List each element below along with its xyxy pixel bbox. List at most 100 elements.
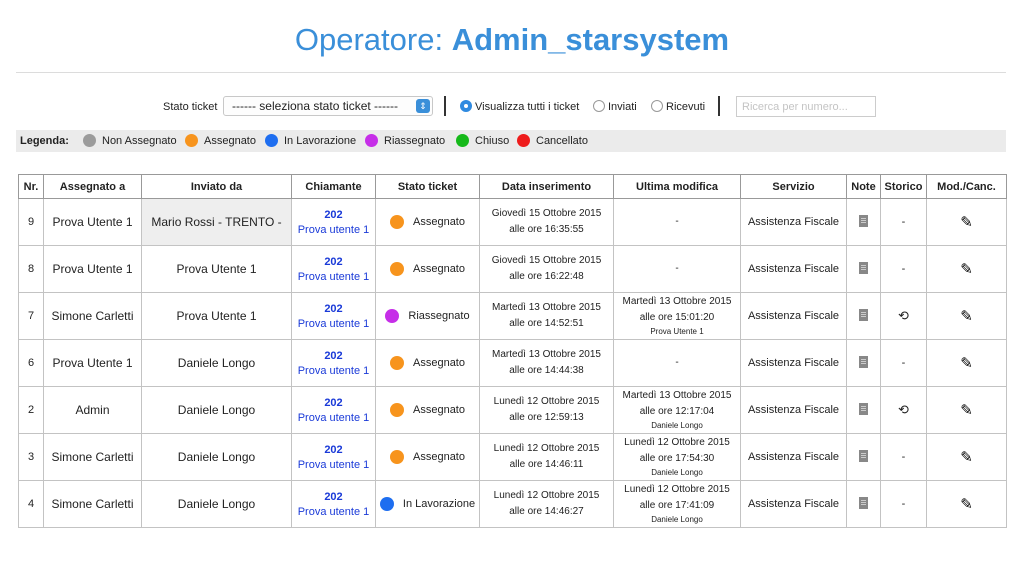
chiamante-name-link[interactable]: Prova utente 1 — [297, 505, 370, 518]
cell-mod-canc[interactable]: ✎ — [926, 480, 1007, 528]
radio-ricevuti-label[interactable]: Ricevuti — [666, 101, 706, 113]
cell-mod-canc[interactable]: ✎ — [926, 198, 1007, 246]
chiamante-number-link[interactable]: 202 — [324, 302, 343, 315]
chiamante-name-link[interactable]: Prova utente 1 — [297, 364, 370, 377]
table-header-row: Nr. Assegnato a Inviato da Chiamante Sta… — [18, 174, 1007, 199]
filter-bar: Stato ticket ------ seleziona stato tick… — [0, 96, 1024, 118]
ultima-modifica-date: Lunedì 12 Ottobre 2015 — [624, 484, 730, 495]
ultima-modifica-date: Martedì 13 Ottobre 2015 — [622, 296, 732, 307]
cell-note[interactable] — [846, 292, 881, 340]
radio-ricevuti[interactable] — [651, 100, 663, 112]
chiamante-number-link[interactable]: 202 — [324, 490, 343, 503]
inserimento-time: alle ore 14:46:27 — [509, 506, 584, 517]
inserimento-time: alle ore 16:22:48 — [509, 271, 584, 282]
note-icon[interactable] — [859, 308, 868, 321]
pencil-icon[interactable]: ✎ — [960, 449, 973, 466]
cell-note[interactable] — [846, 339, 881, 387]
cell-storico: - — [880, 433, 927, 481]
cell-note[interactable] — [846, 480, 881, 528]
tickets-table: Nr. Assegnato a Inviato da Chiamante Sta… — [18, 174, 1007, 528]
chiamante-number-link[interactable]: 202 — [324, 208, 343, 221]
cell-assegnato: Simone Carletti — [43, 433, 142, 481]
legend-title: Legenda: — [20, 135, 69, 147]
pencil-icon[interactable]: ✎ — [960, 355, 973, 372]
history-icon[interactable]: ⟲ — [898, 402, 909, 417]
note-icon[interactable] — [859, 402, 868, 415]
legend-dot-assegnato — [185, 134, 198, 147]
pencil-icon[interactable]: ✎ — [960, 261, 973, 278]
chiamante-number-link[interactable]: 202 — [324, 349, 343, 362]
chiamante-name-link[interactable]: Prova utente 1 — [297, 411, 370, 424]
chiamante-number-link[interactable]: 202 — [324, 396, 343, 409]
col-header-servizio: Servizio — [740, 174, 847, 199]
radio-inviati-label[interactable]: Inviati — [608, 101, 637, 113]
legend-dot-cancellato — [517, 134, 530, 147]
operator-name: Admin_starsystem — [451, 22, 730, 57]
cell-mod-canc[interactable]: ✎ — [926, 386, 1007, 434]
cell-assegnato: Admin — [43, 386, 142, 434]
inserimento-time: alle ore 12:59:13 — [509, 412, 584, 423]
chiamante-name-link[interactable]: Prova utente 1 — [297, 223, 370, 236]
legend-dot-in-lavorazione — [265, 134, 278, 147]
pencil-icon[interactable]: ✎ — [960, 308, 973, 325]
col-header-inviato: Inviato da — [141, 174, 292, 199]
cell-note[interactable] — [846, 245, 881, 293]
cell-inviato: Daniele Longo — [141, 386, 292, 434]
note-icon[interactable] — [859, 496, 868, 509]
col-header-note: Note — [846, 174, 881, 199]
cell-note[interactable] — [846, 386, 881, 434]
cell-mod-canc[interactable]: ✎ — [926, 433, 1007, 481]
cell-assegnato: Prova Utente 1 — [43, 245, 142, 293]
ultima-modifica-empty: - — [675, 357, 679, 368]
note-icon[interactable] — [859, 355, 868, 368]
inserimento-time: alle ore 14:52:51 — [509, 318, 584, 329]
pencil-icon[interactable]: ✎ — [960, 402, 973, 419]
inserimento-date: Lunedì 12 Ottobre 2015 — [493, 490, 600, 501]
radio-inviati[interactable] — [593, 100, 605, 112]
cell-stato: Assegnato — [375, 386, 480, 434]
select-arrows-icon: ⇕ — [416, 99, 430, 113]
chiamante-number-link[interactable]: 202 — [324, 255, 343, 268]
cell-mod-canc[interactable]: ✎ — [926, 339, 1007, 387]
cell-nr: 2 — [18, 386, 44, 434]
cell-nr: 7 — [18, 292, 44, 340]
search-input[interactable] — [736, 96, 876, 117]
chiamante-name-link[interactable]: Prova utente 1 — [297, 317, 370, 330]
ultima-modifica-user: Daniele Longo — [651, 515, 703, 524]
cell-stato: Assegnato — [375, 245, 480, 293]
chiamante-name-link[interactable]: Prova utente 1 — [297, 270, 370, 283]
radio-tutti-label[interactable]: Visualizza tutti i ticket — [475, 101, 580, 113]
cell-note[interactable] — [846, 198, 881, 246]
chiamante-name-link[interactable]: Prova utente 1 — [297, 458, 370, 471]
cell-storico: - — [880, 198, 927, 246]
radio-tutti[interactable] — [460, 100, 472, 112]
pencil-icon[interactable]: ✎ — [960, 496, 973, 513]
stato-ticket-select[interactable]: ------ seleziona stato ticket ------ ⇕ — [223, 96, 433, 116]
history-icon[interactable]: ⟲ — [898, 308, 909, 323]
note-icon[interactable] — [859, 214, 868, 227]
note-icon[interactable] — [859, 261, 868, 274]
cell-mod-canc[interactable]: ✎ — [926, 245, 1007, 293]
note-icon[interactable] — [859, 449, 868, 462]
chiamante-number-link[interactable]: 202 — [324, 443, 343, 456]
cell-note[interactable] — [846, 433, 881, 481]
cell-servizio: Assistenza Fiscale — [740, 339, 847, 387]
pencil-icon[interactable]: ✎ — [960, 214, 973, 231]
cell-mod-canc[interactable]: ✎ — [926, 292, 1007, 340]
